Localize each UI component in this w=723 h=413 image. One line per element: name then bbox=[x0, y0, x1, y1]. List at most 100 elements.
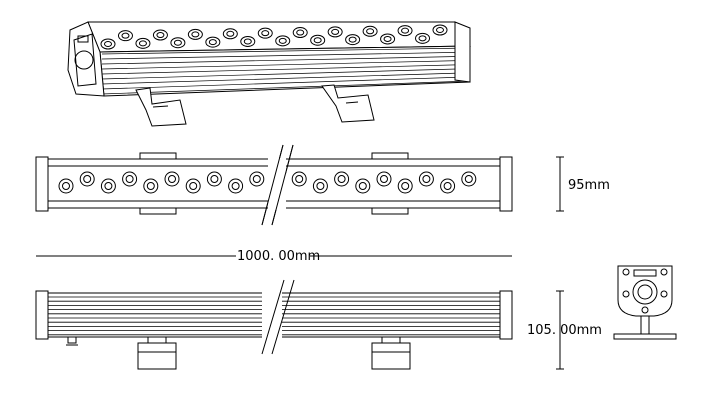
end-view bbox=[613, 265, 677, 340]
side-foot-right bbox=[371, 336, 411, 370]
iso-led bbox=[257, 27, 273, 39]
iso-led-lens bbox=[418, 35, 427, 42]
iso-led bbox=[135, 37, 151, 49]
iso-led-lens bbox=[138, 40, 147, 47]
iso-led bbox=[100, 38, 116, 50]
iso-led bbox=[222, 28, 238, 40]
iso-led-lens bbox=[278, 37, 287, 44]
side-end-cap-left bbox=[35, 290, 49, 340]
iso-led bbox=[275, 35, 291, 47]
front-led bbox=[461, 171, 477, 187]
front-led-lens bbox=[422, 175, 431, 183]
front-led bbox=[397, 178, 413, 194]
iso-led-lens bbox=[313, 37, 322, 44]
front-led bbox=[376, 171, 392, 187]
front-led-lens bbox=[168, 175, 176, 183]
iso-fin-line bbox=[101, 80, 471, 95]
iso-led-lens bbox=[261, 30, 270, 37]
side-view bbox=[35, 279, 513, 370]
iso-led-lens bbox=[191, 31, 200, 38]
front-led bbox=[79, 171, 95, 187]
iso-fin-line bbox=[101, 51, 471, 60]
iso-led-lens bbox=[121, 32, 130, 39]
front-led bbox=[355, 178, 371, 194]
front-led-lens bbox=[231, 182, 240, 190]
height-label-side: 105. 00mm bbox=[527, 323, 602, 338]
isometric-view bbox=[67, 21, 471, 127]
front-led-lens bbox=[189, 182, 198, 190]
height-label-front: 95mm bbox=[568, 178, 610, 193]
front-led-lens bbox=[337, 175, 346, 183]
iso-fin-line bbox=[101, 55, 471, 65]
front-led bbox=[312, 178, 328, 194]
isometric-leds bbox=[100, 24, 448, 50]
iso-led bbox=[152, 29, 168, 41]
front-led bbox=[291, 171, 307, 187]
iso-led bbox=[432, 24, 448, 36]
side-break-mark bbox=[261, 279, 295, 355]
front-led bbox=[143, 178, 159, 194]
height-dimension-front bbox=[556, 156, 564, 212]
front-bracket-top-right bbox=[371, 152, 409, 160]
iso-led-lens bbox=[226, 30, 235, 37]
isometric-fins bbox=[101, 47, 471, 95]
iso-fin-line bbox=[101, 60, 471, 70]
iso-led-lens bbox=[173, 39, 182, 46]
iso-led-lens bbox=[436, 27, 444, 33]
front-end-cap-left bbox=[35, 156, 49, 212]
front-led bbox=[58, 178, 74, 194]
front-led bbox=[249, 171, 265, 187]
front-led bbox=[122, 171, 138, 187]
front-led-lens bbox=[401, 182, 410, 190]
iso-led-lens bbox=[383, 35, 392, 42]
height-dimension-side bbox=[556, 290, 564, 370]
front-led bbox=[418, 171, 434, 187]
iso-led-lens bbox=[156, 32, 165, 39]
iso-fin-line bbox=[101, 76, 471, 90]
front-bracket-bottom-right bbox=[371, 207, 409, 215]
iso-led bbox=[117, 30, 133, 42]
front-led-lens bbox=[316, 182, 325, 190]
iso-led bbox=[345, 34, 361, 46]
iso-led-lens bbox=[296, 29, 305, 36]
front-led-lens bbox=[443, 182, 452, 190]
side-end-cap-right bbox=[499, 290, 513, 340]
iso-led bbox=[380, 33, 396, 45]
iso-fin-line bbox=[101, 72, 471, 85]
iso-led bbox=[310, 34, 326, 46]
front-led bbox=[164, 171, 180, 187]
front-led-lens bbox=[146, 182, 155, 190]
front-led-lens bbox=[358, 182, 367, 190]
iso-led-lens bbox=[401, 27, 410, 34]
iso-led-lens bbox=[331, 28, 340, 35]
iso-led bbox=[205, 36, 221, 48]
front-led-lens bbox=[125, 175, 134, 183]
front-led-lens bbox=[380, 175, 388, 183]
iso-led bbox=[170, 37, 186, 49]
iso-led-lens bbox=[348, 36, 357, 43]
iso-led bbox=[240, 35, 256, 47]
iso-led bbox=[362, 25, 378, 37]
length-label: 1000. 00mm bbox=[237, 249, 320, 264]
front-led-lens bbox=[464, 175, 473, 183]
front-led bbox=[334, 171, 350, 187]
iso-led bbox=[292, 27, 308, 39]
front-end-cap-right bbox=[499, 156, 513, 212]
iso-bracket-left bbox=[135, 87, 187, 127]
front-led bbox=[100, 178, 116, 194]
front-led-lens bbox=[104, 182, 113, 190]
iso-led-lens bbox=[104, 41, 112, 47]
front-led-lens bbox=[252, 175, 261, 183]
iso-led-lens bbox=[208, 39, 217, 46]
front-view bbox=[35, 144, 513, 226]
iso-led-lens bbox=[366, 28, 375, 35]
front-bracket-top-left bbox=[139, 152, 177, 160]
iso-led bbox=[187, 28, 203, 40]
iso-led bbox=[415, 32, 431, 44]
front-led bbox=[185, 178, 201, 194]
front-led bbox=[228, 178, 244, 194]
iso-led bbox=[397, 25, 413, 37]
front-led-lens bbox=[295, 175, 304, 183]
iso-led-lens bbox=[243, 38, 252, 45]
